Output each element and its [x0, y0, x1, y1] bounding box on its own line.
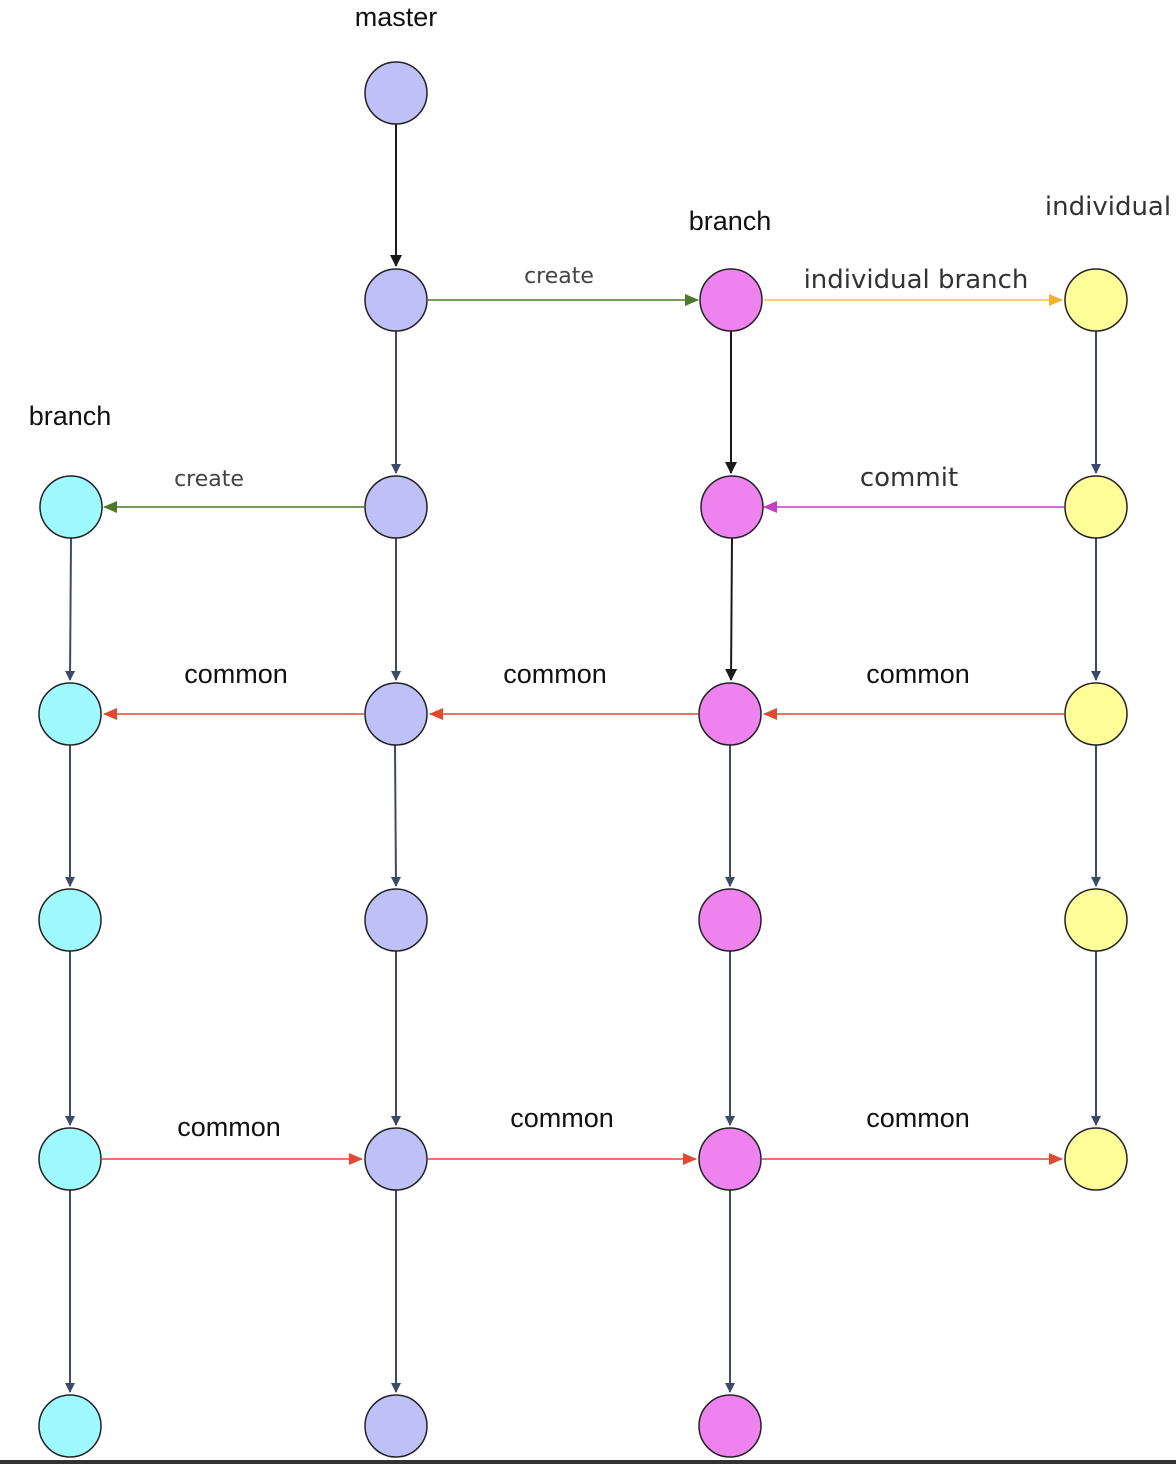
node-indiv-3 — [1064, 682, 1128, 746]
node-master-2 — [364, 475, 428, 539]
node-indiv-5 — [1064, 1127, 1128, 1191]
node-master-1 — [364, 268, 428, 332]
node-master-0 — [364, 61, 428, 125]
node-indiv-1 — [1064, 268, 1128, 332]
label-create-left: create — [174, 467, 244, 492]
label-common-left-2: common — [177, 1112, 281, 1142]
node-branchr-6 — [698, 1394, 762, 1458]
header-branch-right: branch — [689, 206, 772, 236]
edge-master-3-4 — [390, 744, 401, 887]
label-common-right-1: common — [866, 659, 970, 689]
label-common-mid-2: common — [510, 1103, 614, 1133]
node-branchl-2 — [39, 475, 103, 539]
label-common-mid-1: common — [503, 659, 607, 689]
node-indiv-2 — [1064, 475, 1128, 539]
edge-branchr-2-3 — [725, 537, 738, 681]
edge-branchl-2-3 — [65, 537, 76, 681]
node-master-3 — [364, 682, 428, 746]
node-branchr-1 — [699, 268, 763, 332]
node-indiv-4 — [1064, 888, 1128, 952]
node-branchr-2 — [700, 475, 764, 539]
node-master-5 — [364, 1127, 428, 1191]
label-create-right: create — [524, 264, 594, 289]
node-branchl-3 — [38, 682, 102, 746]
node-branchl-5 — [38, 1127, 102, 1191]
label-common-left-1: common — [184, 659, 288, 689]
node-branchl-6 — [38, 1394, 102, 1458]
label-common-right-2: common — [866, 1103, 970, 1133]
header-master: master — [355, 2, 438, 32]
label-commit: commit — [860, 463, 958, 493]
header-individual: individual — [1045, 192, 1171, 222]
bottom-border — [0, 1460, 1176, 1464]
node-master-6 — [364, 1394, 428, 1458]
node-branchr-5 — [698, 1127, 762, 1191]
node-branchl-4 — [38, 888, 102, 952]
node-master-4 — [364, 888, 428, 952]
header-branch-left: branch — [29, 401, 112, 431]
node-branchr-3 — [698, 682, 762, 746]
label-individual-branch: individual branch — [804, 265, 1029, 295]
node-branchr-4 — [698, 888, 762, 952]
